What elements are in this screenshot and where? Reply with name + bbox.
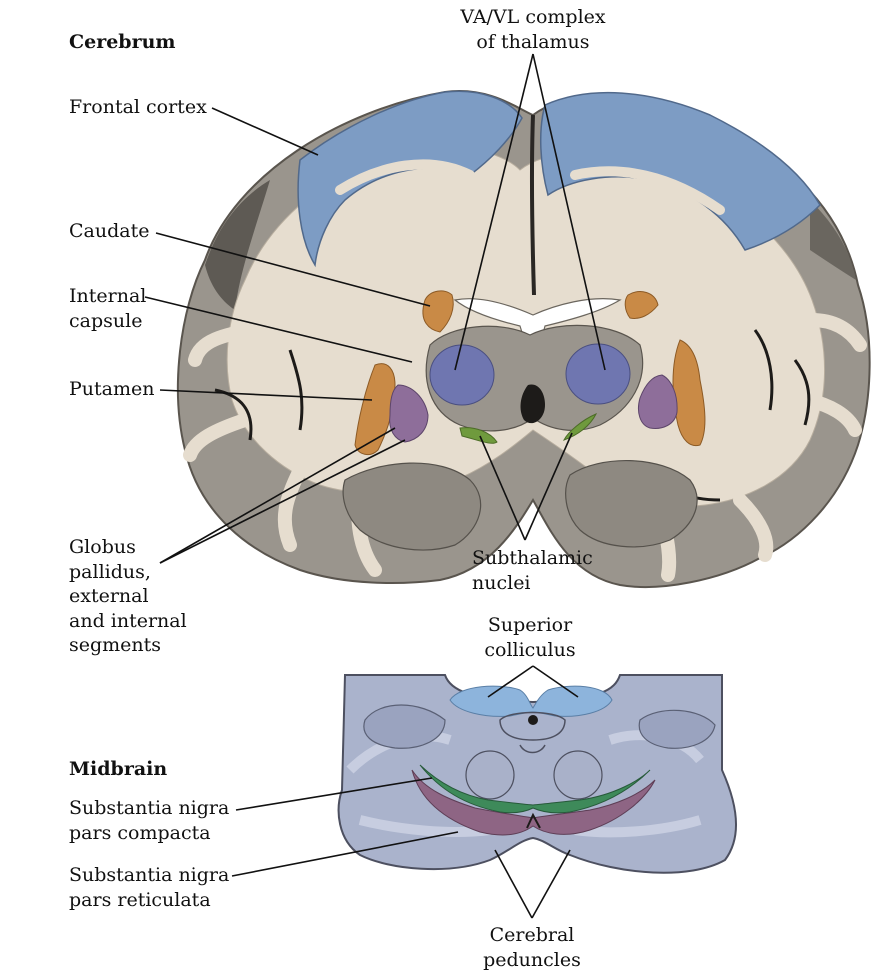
label-va-vl-line2: of thalamus bbox=[476, 30, 590, 53]
leader-peduncle-right bbox=[531, 849, 571, 919]
label-frontal-cortex: Frontal cortex bbox=[69, 96, 207, 118]
label-caudate: Caudate bbox=[69, 220, 150, 242]
label-putamen: Putamen bbox=[69, 378, 155, 400]
va-vl-complex-left bbox=[429, 344, 495, 406]
midbrain-outline-shapes bbox=[363, 704, 716, 749]
temporal-lobe-left bbox=[342, 462, 482, 551]
cerebrum-shadow-right bbox=[810, 200, 856, 280]
leader-subthalamic-right bbox=[524, 432, 573, 541]
label-cerebral-peduncles-line1: Cerebral bbox=[489, 924, 575, 946]
periaqueductal-gray bbox=[499, 711, 566, 754]
substantia-nigra-reticulata-shape bbox=[411, 769, 656, 836]
temporal-lobe-right bbox=[565, 460, 698, 548]
longitudinal-fissure bbox=[529, 114, 536, 296]
leader-peduncle-left bbox=[494, 849, 533, 919]
label-internal-capsule: Internal capsule bbox=[69, 284, 146, 333]
label-subthalamic-nuclei: Subthalamic nuclei bbox=[472, 546, 593, 595]
red-nucleus-left bbox=[465, 750, 515, 800]
red-nucleus-right bbox=[553, 750, 603, 800]
substantia-nigra-compacta-shape bbox=[419, 764, 651, 814]
label-nigra-compacta-line1: Substantia nigra bbox=[69, 797, 230, 819]
globus-pallidus-right bbox=[637, 374, 678, 429]
leader-internal-capsule bbox=[144, 296, 413, 363]
leader-globus-pallidus-1 bbox=[159, 427, 396, 564]
cerebral-aqueduct bbox=[528, 715, 538, 725]
leader-subthalamic-left bbox=[479, 435, 526, 541]
label-internal-capsule-line2: capsule bbox=[69, 309, 143, 332]
caudate-right bbox=[624, 291, 659, 319]
leader-va-vl-right bbox=[532, 53, 606, 371]
label-nigra-compacta-line2: pars compacta bbox=[69, 821, 211, 844]
label-globus-pallidus-line1: Globus bbox=[69, 536, 136, 558]
sulci-lines bbox=[214, 329, 811, 502]
superior-colliculus-shape bbox=[449, 685, 613, 717]
label-nigra-compacta: Substantia nigra pars compacta bbox=[69, 796, 229, 845]
label-globus-pallidus-line4: and internal bbox=[69, 609, 187, 632]
leader-sup-colliculus-right bbox=[532, 665, 579, 698]
label-superior-colliculus-line2: colliculus bbox=[484, 638, 576, 661]
putamen-left bbox=[354, 363, 396, 456]
label-globus-pallidus: Globus pallidus, external and internal s… bbox=[69, 535, 187, 658]
leader-putamen bbox=[159, 389, 373, 401]
globus-pallidus-left bbox=[389, 384, 429, 443]
label-cerebral-peduncles-line2: peduncles bbox=[483, 948, 581, 971]
leader-lines bbox=[144, 53, 606, 919]
leader-caudate bbox=[155, 232, 431, 307]
label-cerebral-peduncles: Cerebral peduncles bbox=[483, 923, 581, 972]
caudate-left bbox=[422, 290, 454, 333]
leader-frontal-cortex bbox=[211, 107, 319, 156]
label-subthalamic-line2: nuclei bbox=[472, 571, 531, 594]
cerebrum-heading: Cerebrum bbox=[69, 31, 176, 53]
label-globus-pallidus-line5: segments bbox=[69, 634, 162, 656]
label-internal-capsule-line1: Internal bbox=[69, 285, 147, 307]
third-ventricle bbox=[520, 384, 545, 424]
va-vl-complex-right bbox=[565, 343, 631, 405]
leader-globus-pallidus-2 bbox=[159, 439, 406, 564]
label-subthalamic-line1: Subthalamic bbox=[472, 547, 593, 569]
label-superior-colliculus: Superior colliculus bbox=[484, 613, 575, 662]
leader-sup-colliculus-left bbox=[487, 665, 534, 698]
label-va-vl-line1: VA/VL complex bbox=[460, 6, 606, 28]
midbrain-heading: Midbrain bbox=[69, 758, 168, 780]
frontal-cortex-inner bbox=[335, 159, 725, 215]
label-va-vl-complex: VA/VL complex of thalamus bbox=[460, 5, 605, 54]
label-nigra-reticulata-line2: pars reticulata bbox=[69, 888, 211, 911]
leader-va-vl-left bbox=[454, 53, 534, 371]
label-nigra-reticulata-line1: Substantia nigra bbox=[69, 864, 230, 886]
label-globus-pallidus-line2: pallidus, bbox=[69, 560, 151, 583]
frontal-cortex-region-right bbox=[539, 91, 821, 251]
leader-nigra-reticulata bbox=[231, 831, 459, 877]
leader-nigra-compacta bbox=[235, 777, 433, 811]
interpeduncular-fossa bbox=[526, 812, 541, 829]
label-superior-colliculus-line1: Superior bbox=[487, 614, 573, 636]
gyrus-fingers-right bbox=[653, 313, 867, 582]
cerebrum-shadow-left bbox=[205, 180, 270, 310]
cerebrum-section bbox=[176, 90, 871, 588]
label-globus-pallidus-line3: external bbox=[69, 585, 149, 607]
label-nigra-reticulata: Substantia nigra pars reticulata bbox=[69, 863, 229, 912]
gyrus-fingers-left bbox=[183, 323, 382, 577]
midbrain-section bbox=[337, 674, 737, 874]
subthalamic-nucleus-left bbox=[459, 427, 498, 444]
